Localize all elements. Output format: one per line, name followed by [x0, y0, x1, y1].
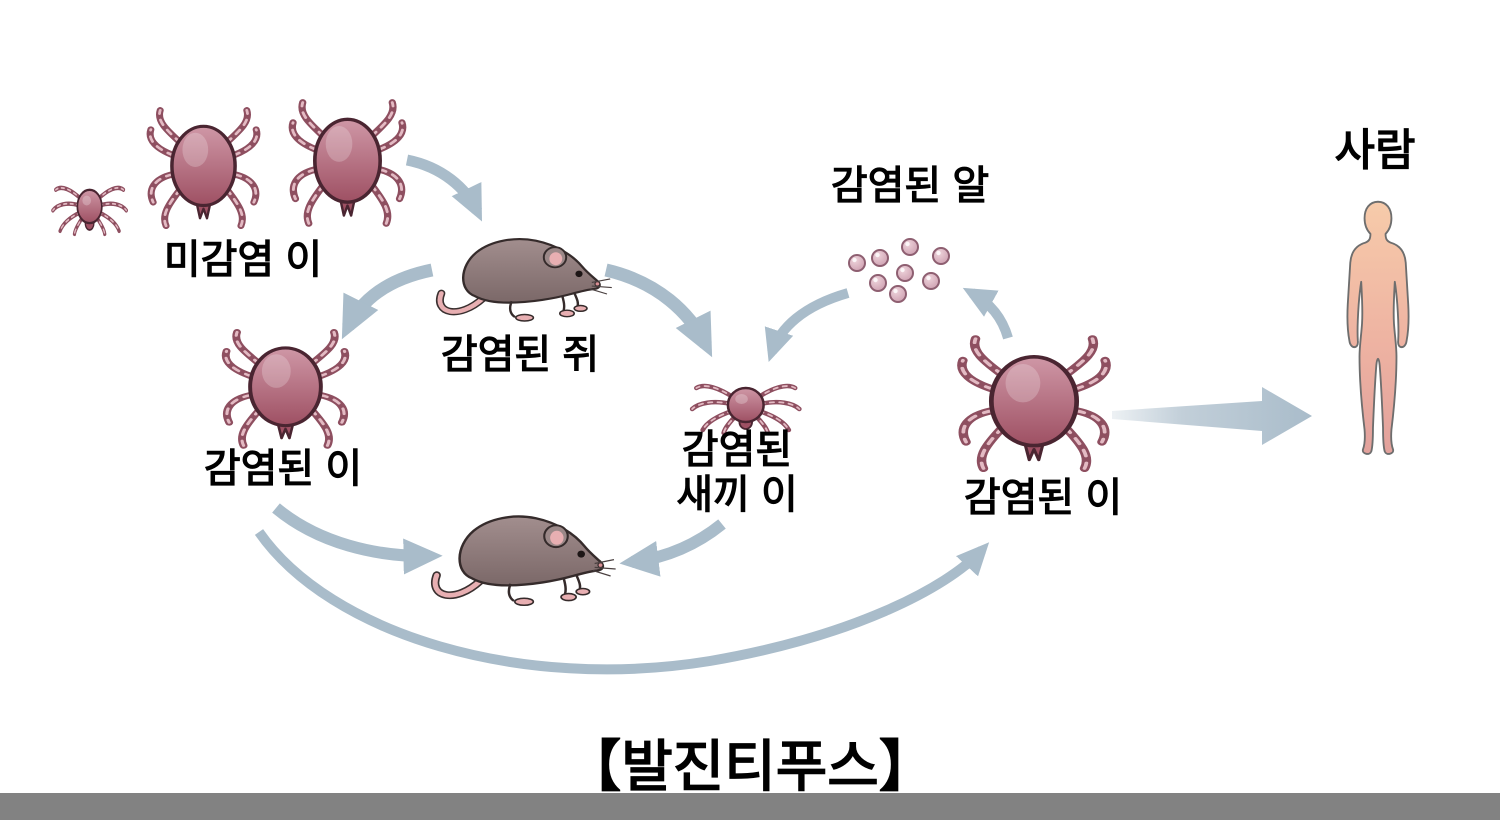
label-uninfected-lice: 미감염 이	[163, 238, 323, 282]
infected-louse-right-icon	[962, 339, 1106, 469]
infected-eggs-icon	[848, 238, 950, 303]
label-infected-louse-left: 감염된 이	[203, 447, 363, 491]
infected-baby-louse-icon	[692, 386, 799, 433]
uninfected-louse-small-icon	[53, 188, 126, 234]
rat-unlabeled-icon	[435, 516, 615, 605]
label-human: 사람	[1334, 126, 1416, 175]
arrow-infected-louse-right-to-human	[1112, 387, 1312, 445]
uninfected-louse-large-icon	[292, 102, 402, 223]
label-infected-eggs: 감염된 알	[830, 164, 990, 208]
label-infected-louse-right: 감염된 이	[963, 476, 1123, 520]
label-infected-rat: 감염된 쥐	[440, 333, 600, 377]
infected-louse-left-icon	[226, 332, 346, 445]
arrow-infected-rat-to-infected-baby-louse	[604, 263, 713, 358]
diagram-title: 【발진티푸스】	[565, 735, 935, 798]
infected-rat-icon	[440, 239, 612, 321]
arrow-infected-louse-right-to-infected-eggs	[962, 287, 1013, 340]
human-icon	[1346, 200, 1410, 455]
arrow-infected-baby-louse-to-rat	[619, 519, 726, 577]
arrow-infected-louse-left-to-infected-louse-right	[254, 529, 990, 675]
arrow-uninfected-lice-to-infected-rat	[405, 154, 483, 222]
arrow-infected-louse-left-to-rat	[272, 503, 443, 575]
arrow-infected-rat-to-infected-louse-left	[341, 263, 434, 340]
footer-bar	[0, 793, 1500, 820]
uninfected-louse-medium-icon	[150, 110, 257, 226]
label-infected-baby-louse: 감염된 새끼 이	[676, 428, 798, 517]
arrow-infected-eggs-to-infected-baby-louse	[764, 288, 850, 362]
